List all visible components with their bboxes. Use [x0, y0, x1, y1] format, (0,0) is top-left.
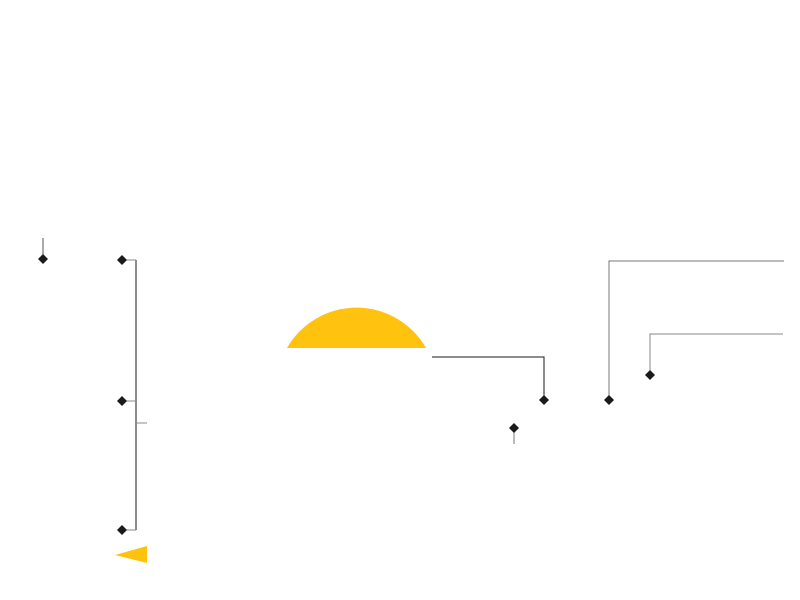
pin-top-left [38, 238, 48, 264]
diamond-marker [539, 395, 549, 405]
diamond-marker [117, 396, 127, 406]
connector-line [649, 333, 783, 375]
diamond-marker [117, 525, 127, 535]
diamond-marker [645, 370, 655, 380]
diamond-marker [117, 255, 127, 265]
triangle-pointer-icon [115, 546, 147, 563]
connector-elbow-3 [645, 333, 783, 380]
semicircle-shape [287, 307, 426, 348]
connector-elbow-1 [432, 356, 549, 405]
pin-small [509, 423, 519, 444]
diamond-marker [604, 395, 614, 405]
connector-line [608, 260, 784, 400]
bracket-group [117, 255, 147, 535]
diamond-marker [509, 423, 519, 433]
connector-elbow-2 [604, 260, 784, 405]
connector-line [432, 356, 545, 400]
diamond-marker [38, 254, 48, 264]
